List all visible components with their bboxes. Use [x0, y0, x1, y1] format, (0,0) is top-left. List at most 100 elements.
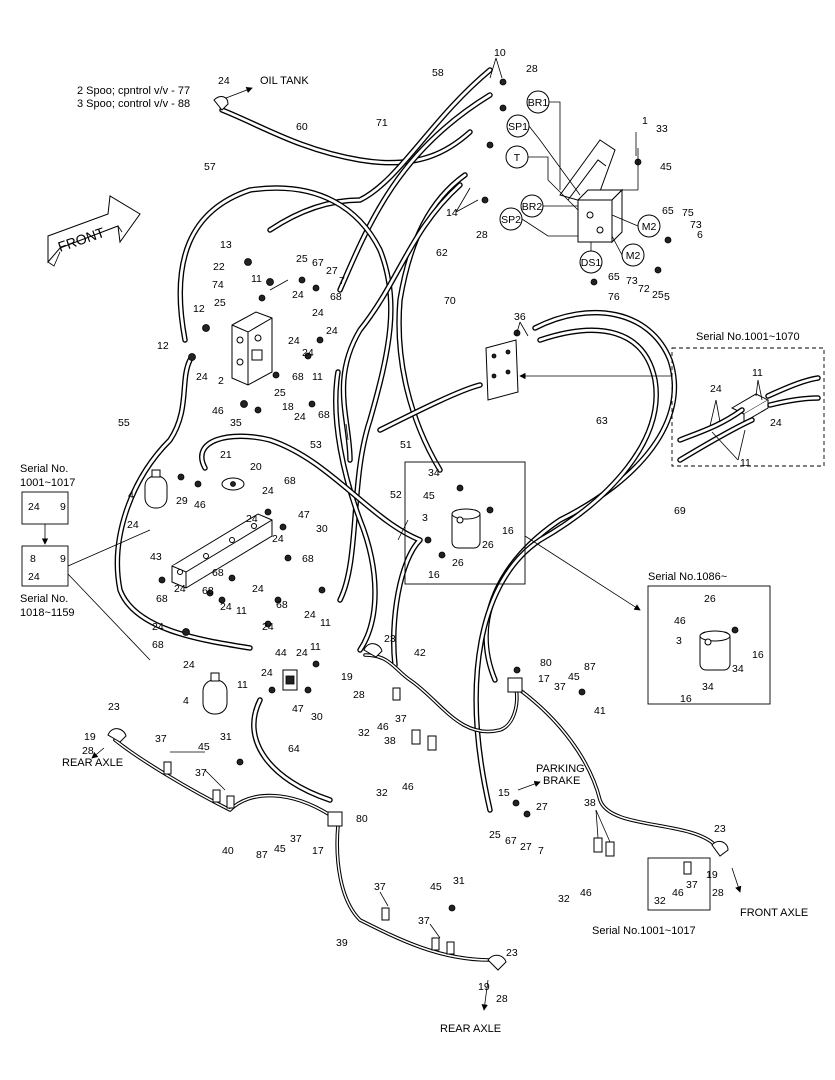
callout: 24 — [326, 325, 338, 337]
callout: 37 — [155, 733, 167, 745]
pipe-clamps — [163, 687, 692, 955]
callout: 34 — [732, 663, 744, 675]
rear-axle-bottom-label: REAR AXLE — [440, 1023, 501, 1035]
detail-serial-1001-1070 — [671, 347, 825, 467]
callout: 19 — [84, 731, 96, 743]
elbow-fittings — [107, 96, 729, 971]
hose-51 — [377, 382, 483, 433]
tube-41 — [518, 688, 717, 847]
callout: 18 — [282, 401, 294, 413]
callout: 19 — [341, 671, 353, 683]
callout: 67 — [312, 257, 324, 269]
callout: 80 — [540, 657, 552, 669]
callout: 71 — [376, 117, 388, 129]
callout: 24 — [770, 417, 782, 429]
callout: 75 — [682, 207, 694, 219]
callout: 58 — [432, 67, 444, 79]
callout: 26 — [452, 557, 464, 569]
callout: 8 — [30, 553, 36, 565]
callout: 68 — [152, 639, 164, 651]
callout: 35 — [230, 417, 242, 429]
callout: 68 — [276, 599, 288, 611]
port-t: T — [514, 152, 521, 164]
tube-39 — [335, 823, 492, 962]
callout: 52 — [390, 489, 402, 501]
callout: 68 — [302, 553, 314, 565]
callout: 33 — [656, 123, 668, 135]
callout: 68 — [330, 291, 342, 303]
callout: 6 — [697, 229, 703, 241]
callout: 57 — [204, 161, 216, 173]
callout: 24 — [288, 335, 300, 347]
callout: 11 — [320, 617, 331, 629]
callout: 67 — [505, 835, 517, 847]
callout: 45 — [660, 161, 672, 173]
callout: 68 — [292, 371, 304, 383]
callout: 28 — [476, 229, 488, 241]
callout: 4 — [183, 695, 189, 707]
parking-brake-label-2: BRAKE — [543, 775, 580, 787]
hose-57 — [177, 185, 394, 603]
callout: 27 — [326, 265, 338, 277]
accumulator-lower — [202, 672, 228, 715]
callout: 51 — [400, 439, 412, 451]
callout: 24 — [302, 347, 314, 359]
callout: 25 — [652, 289, 664, 301]
callout: 46 — [377, 721, 389, 733]
callout: 11 — [251, 273, 262, 285]
callout: 41 — [594, 705, 606, 717]
callout: 25 — [274, 387, 286, 399]
callout: 38 — [584, 797, 596, 809]
callout: 40 — [222, 845, 234, 857]
callout: 31 — [453, 875, 465, 887]
callout: 24 — [710, 383, 722, 395]
callout: 46 — [212, 405, 224, 417]
callout: 3 — [676, 635, 682, 647]
callout: 65 — [608, 271, 620, 283]
callout: 24 — [28, 501, 40, 513]
callout: 25 — [296, 253, 308, 265]
tee-fitting-17a — [507, 677, 523, 693]
callout: 24 — [262, 485, 274, 497]
callout: 37 — [290, 833, 302, 845]
callout: 11 — [236, 605, 247, 617]
callout: 3 — [422, 512, 428, 524]
callout: 80 — [356, 813, 368, 825]
serial-1001-1017-label: Serial No.1001~1017 — [592, 925, 696, 937]
hose-53 — [333, 369, 378, 653]
callout: 10 — [494, 47, 506, 59]
callout: 17 — [538, 673, 550, 685]
line-filter-variant — [699, 630, 731, 671]
callout: 24 — [218, 75, 230, 87]
parking-brake-label-1: PARKING — [536, 763, 585, 775]
callout: 30 — [311, 711, 323, 723]
callout: 87 — [584, 661, 596, 673]
callout: 13 — [220, 239, 232, 251]
hose-69 — [473, 327, 659, 813]
callout: 28 — [712, 887, 724, 899]
callout: 37 — [374, 881, 386, 893]
callout: 74 — [212, 279, 224, 291]
tube-42 — [363, 653, 519, 734]
callout: 68 — [284, 475, 296, 487]
port-sp2: SP2 — [501, 214, 521, 226]
hose-55 — [114, 357, 253, 651]
accumulator-upper — [144, 469, 168, 509]
hose-52 — [199, 433, 423, 668]
serial-1086-label: Serial No.1086~ — [648, 571, 727, 583]
callout: 27 — [520, 841, 532, 853]
callout: 73 — [690, 219, 702, 231]
front-direction-arrow: FRONT — [47, 195, 141, 267]
port-markers — [499, 90, 661, 274]
callout: 5 — [664, 291, 670, 303]
callout: 7 — [538, 845, 544, 857]
callout: 24 — [262, 621, 274, 633]
port-ds1: DS1 — [581, 257, 602, 269]
callout: 24 — [252, 583, 264, 595]
callout: 46 — [580, 887, 592, 899]
hose-62 — [396, 172, 468, 473]
callout: 1 — [642, 115, 648, 127]
port-m2-lower: M2 — [626, 250, 641, 262]
callout: 24 — [246, 513, 258, 525]
callout: 24 — [196, 371, 208, 383]
